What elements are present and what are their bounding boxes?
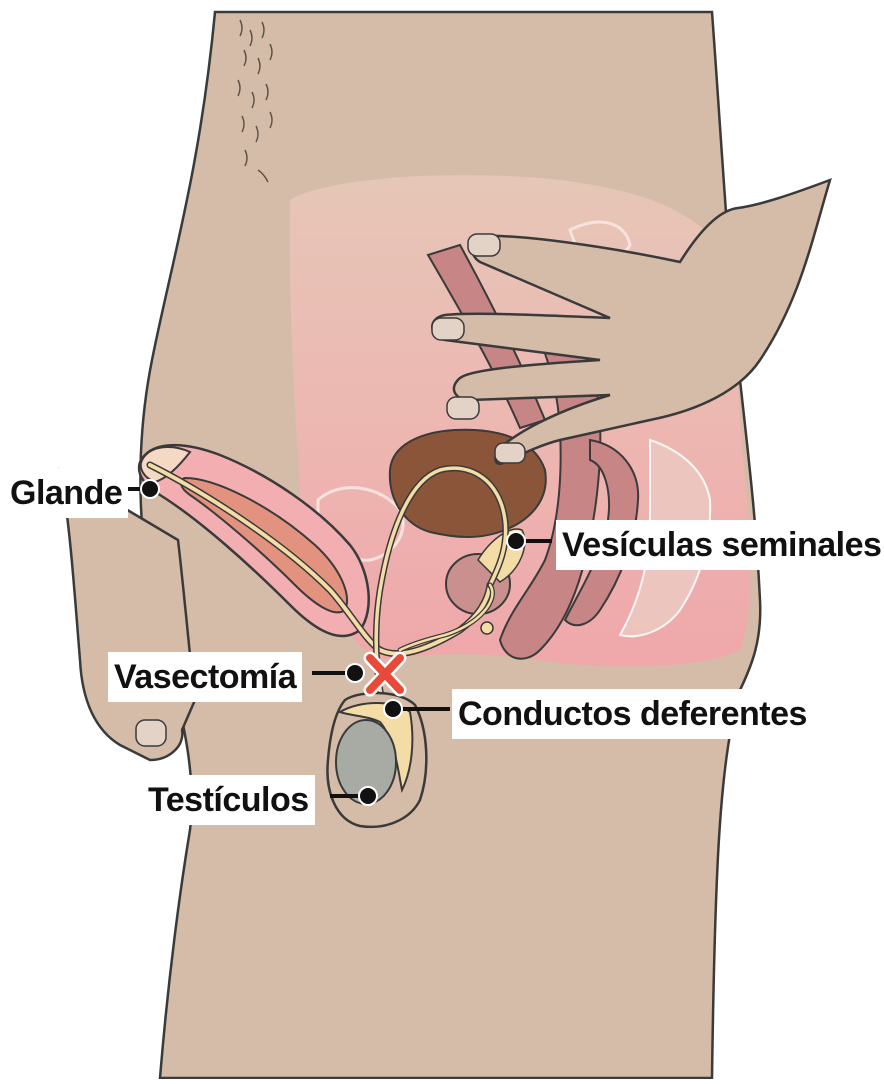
label-vesiculas-seminales: Vesículas seminales: [556, 520, 884, 570]
vasectomia-marker: [346, 664, 364, 682]
glande-marker: [141, 480, 159, 498]
label-testiculos: Testículos: [142, 775, 315, 825]
label-conductos-deferentes: Conductos deferentes: [452, 689, 813, 739]
testiculos-marker: [359, 787, 377, 805]
label-vasectomia: Vasectomía: [108, 652, 302, 702]
conductos-marker: [384, 700, 402, 718]
vesiculas-marker: [507, 532, 525, 550]
label-glande: Glande: [4, 468, 128, 518]
